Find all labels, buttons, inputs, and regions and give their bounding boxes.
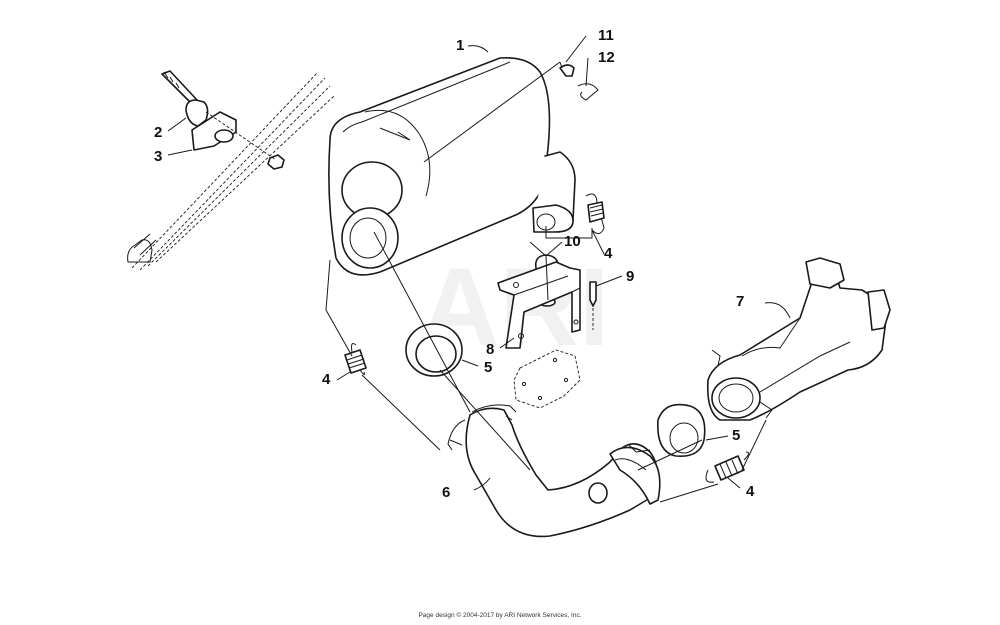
spring-part-4-right — [705, 451, 750, 483]
callout-4-right: 4 — [746, 483, 755, 500]
callout-5-left: 5 — [484, 359, 492, 376]
callout-11: 11 — [598, 27, 614, 44]
callout-3: 3 — [154, 148, 162, 165]
callout-7: 7 — [736, 293, 744, 310]
callout-12: 12 — [598, 49, 615, 66]
grommet-part-2 — [185, 99, 209, 127]
bracket-assembly — [161, 70, 285, 170]
callout-4-left: 4 — [322, 371, 331, 388]
callout-4-upper: 4 — [604, 245, 613, 262]
gasket-part-5-right — [657, 403, 706, 457]
header-part-7 — [706, 257, 891, 421]
gasket-part-5-left — [405, 323, 463, 377]
callout-6: 6 — [442, 484, 450, 501]
bracket-part-3 — [191, 111, 237, 151]
screw-part-9 — [589, 281, 597, 330]
head-pipe-part-6 — [447, 404, 661, 538]
spring-part-4-upper — [585, 193, 605, 234]
muffler-part-1 — [328, 56, 576, 276]
callout-8: 8 — [486, 341, 494, 358]
heat-shield-outline — [513, 349, 581, 409]
callout-5-right: 5 — [732, 427, 740, 444]
spring-part-4-left — [344, 343, 367, 376]
callout-1: 1 — [456, 37, 464, 54]
frame-rail — [127, 71, 335, 271]
nut — [267, 154, 285, 170]
bracket-part-8 — [497, 261, 581, 349]
pin-part-12 — [577, 83, 599, 101]
leader-lines — [167, 35, 791, 503]
callout-2: 2 — [154, 124, 162, 141]
clip-part-11 — [559, 64, 575, 77]
page-footer: Page design © 2004-2017 by ARI Network S… — [418, 612, 582, 619]
callout-10: 10 — [564, 233, 581, 250]
callout-9: 9 — [626, 268, 634, 285]
